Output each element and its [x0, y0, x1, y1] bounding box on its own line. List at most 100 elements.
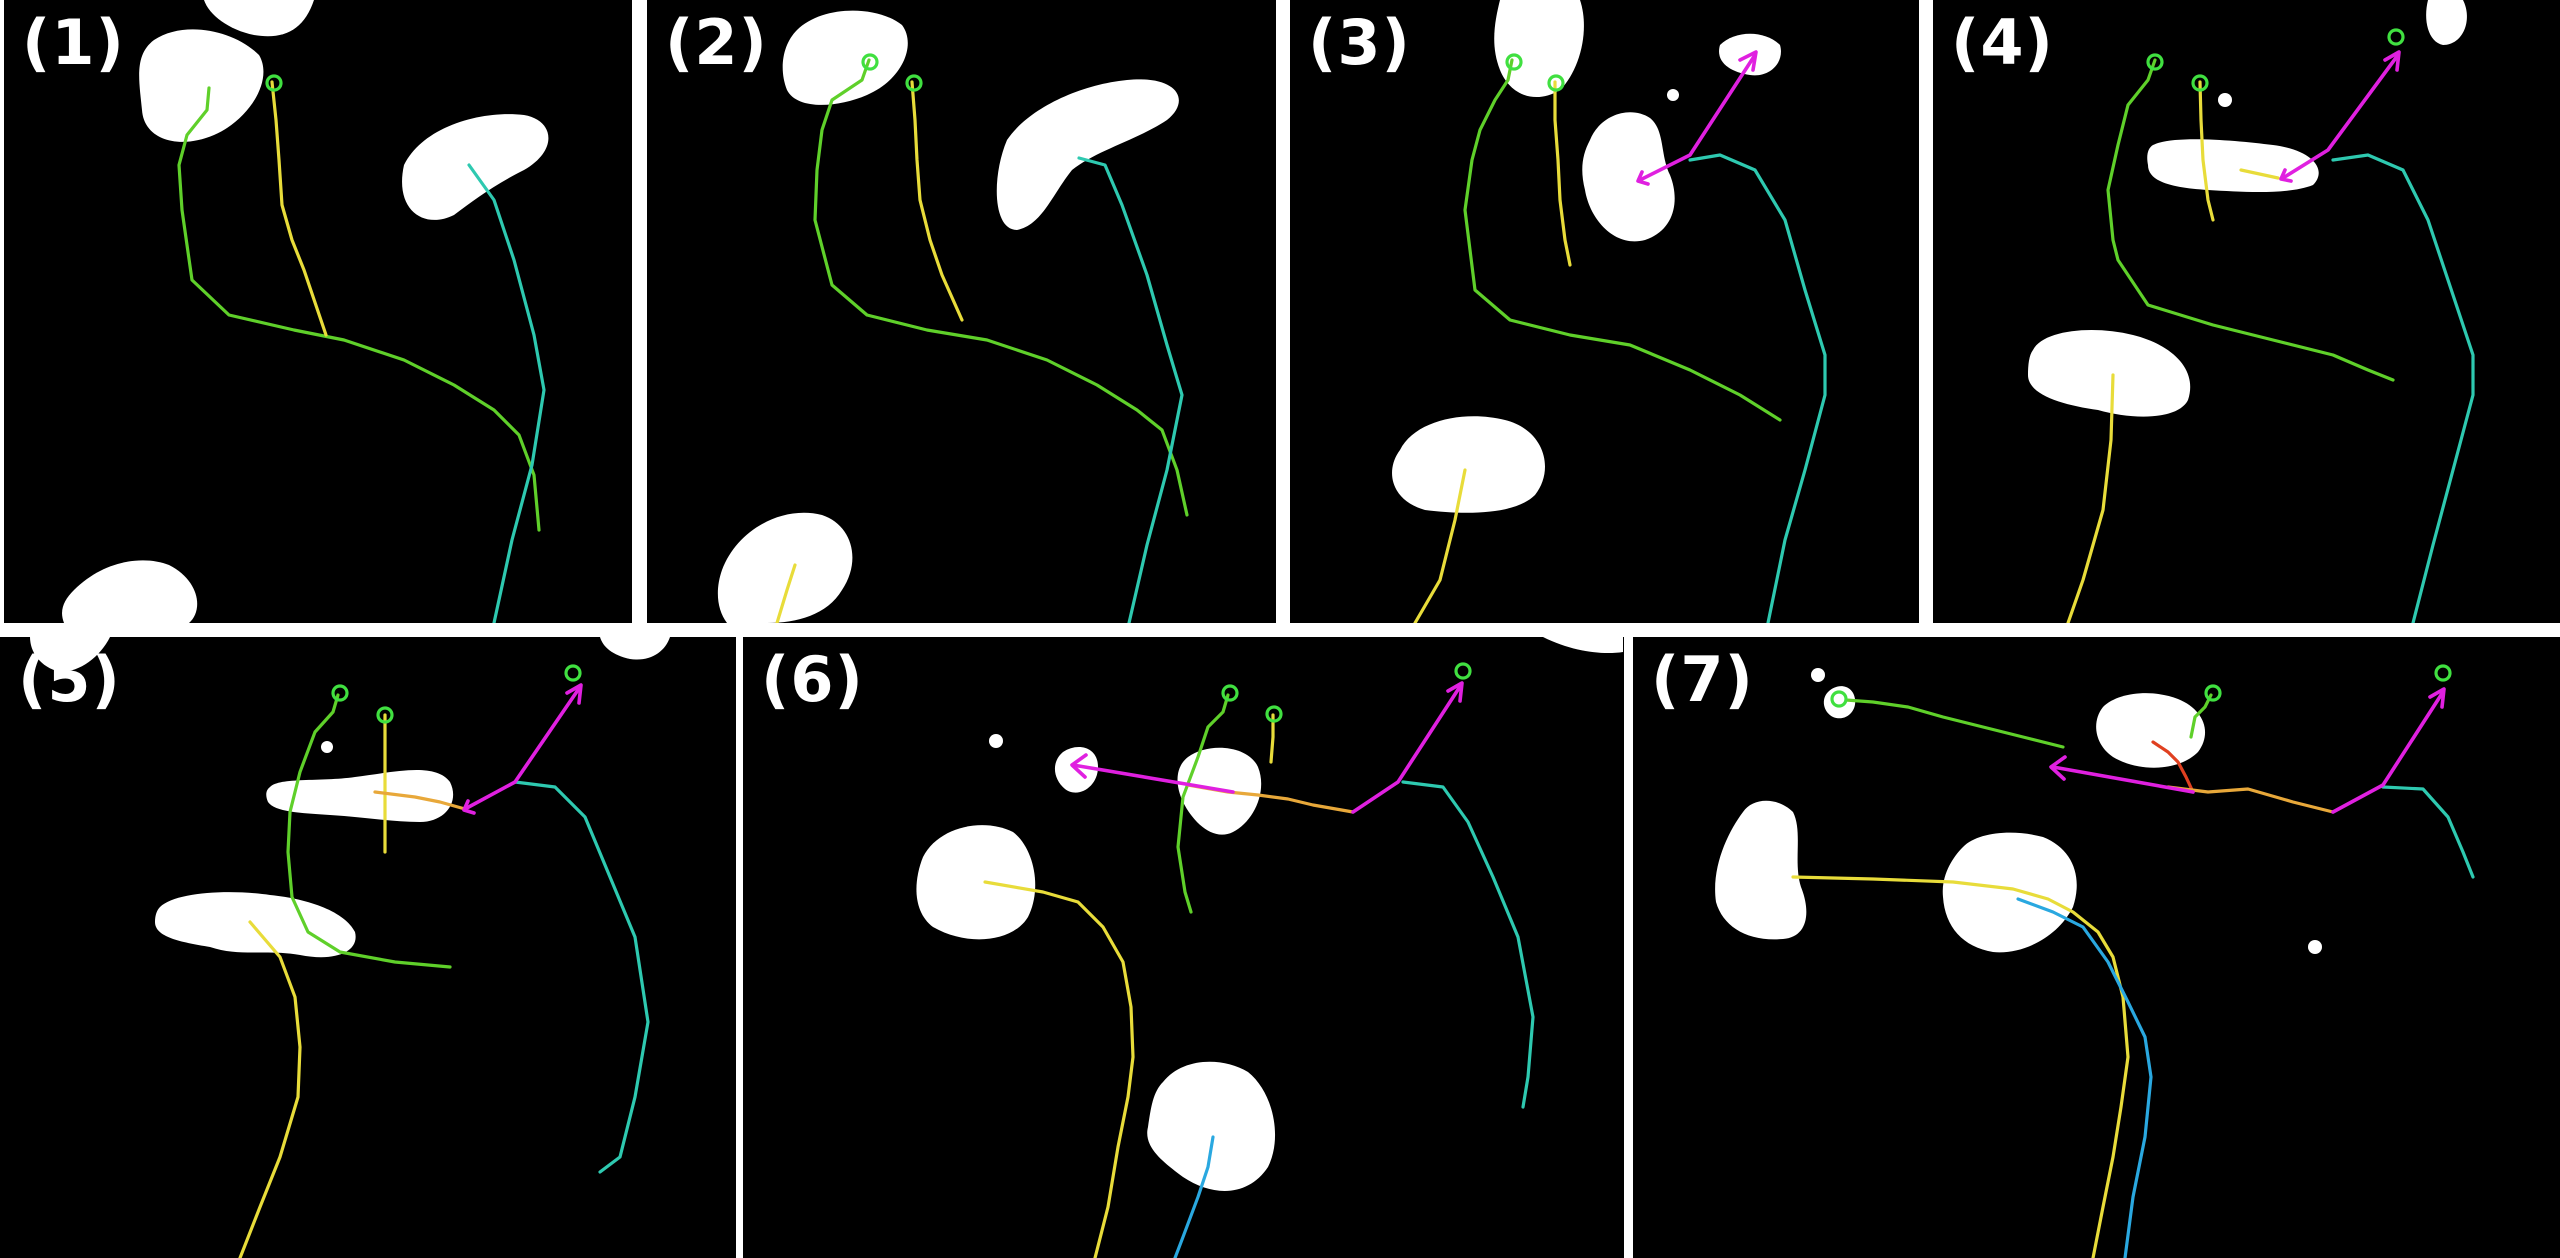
tip-marker [1547, 74, 1565, 92]
track-green [813, 58, 1189, 517]
track-cyan [2331, 153, 2475, 623]
tip-marker [376, 706, 394, 724]
track-yellow [1553, 80, 1572, 267]
track-red [2151, 740, 2195, 794]
track-green [1463, 58, 1782, 422]
cell-blob [402, 114, 549, 220]
track-cyan [1401, 780, 1535, 1109]
panel-7: (7) [1633, 637, 2560, 1258]
panel-1: (1) [4, 0, 632, 623]
cell-debris [1811, 668, 1825, 682]
track-yellow [2066, 373, 2115, 623]
track-orange [2166, 785, 2335, 814]
track-orange [373, 790, 467, 811]
growth-arrowhead [2049, 755, 2067, 781]
cell-blob [996, 79, 1179, 230]
growth-arrowhead [565, 683, 583, 705]
panel-2: (2) [647, 0, 1276, 623]
track-yellow [775, 563, 797, 623]
cell-debris [2218, 93, 2232, 107]
panel-3-label: (3) [1308, 6, 1411, 79]
growth-arrowhead [1446, 681, 1464, 703]
tip-marker [2387, 28, 2405, 46]
panel-7-label: (7) [1651, 643, 1754, 716]
tip-marker [1265, 705, 1283, 723]
track-green [2106, 58, 2395, 382]
panel-1-label: (1) [22, 6, 125, 79]
cell-blob [62, 560, 198, 623]
panel-5-label: (5) [18, 643, 121, 716]
growth-arrowhead [2279, 168, 2293, 183]
growth-arrow [1351, 683, 1463, 814]
track-yellow [2198, 80, 2215, 222]
track-cyan [513, 780, 650, 1174]
tip-marker [1454, 662, 1472, 680]
track-yellow [2239, 168, 2280, 180]
tip-marker [905, 74, 923, 92]
growth-arrow [2281, 53, 2400, 180]
tip-marker [2191, 74, 2209, 92]
cell-blob [782, 10, 908, 105]
growth-arrow [2331, 690, 2445, 814]
cell-blob [2426, 0, 2467, 45]
cell-blob [717, 512, 853, 623]
tip-marker [2204, 684, 2222, 702]
panel-4: (4) [1933, 0, 2560, 623]
growth-arrow [1638, 53, 1757, 182]
panel-2-scene [717, 10, 1189, 623]
cell-blob [1715, 800, 1807, 940]
cell-blob [1942, 832, 2077, 953]
tip-marker [2146, 53, 2164, 71]
panel-6-scene [916, 637, 1623, 1258]
panel-4-label: (4) [1951, 6, 2054, 79]
cell-blob [1823, 686, 1856, 719]
tip-marker [1505, 53, 1523, 71]
track-yellow [910, 80, 964, 322]
track-yellow [238, 920, 302, 1258]
track-cyan [467, 163, 546, 623]
track-green [1176, 693, 1230, 914]
track-cyan [1688, 153, 1827, 623]
cell-blob [2096, 693, 2206, 768]
track-yellow [983, 880, 1135, 1258]
panel-4-scene [2028, 0, 2475, 623]
cell-debris [989, 734, 1003, 748]
cell-blob [1494, 0, 1584, 98]
cell-blob [1147, 1061, 1276, 1191]
cell-debris [1667, 89, 1679, 101]
cell-blob [2028, 330, 2191, 417]
tip-marker [2434, 664, 2452, 682]
panel-6: (6) [743, 637, 1624, 1258]
track-yellow [270, 80, 328, 337]
cell-blob [155, 892, 356, 958]
growth-arrowhead [2383, 50, 2401, 72]
cell-blob [916, 825, 1036, 940]
growth-arrowhead [1636, 170, 1650, 186]
cell-blob [30, 637, 110, 672]
track-yellow [1791, 875, 2130, 1258]
cell-debris [321, 741, 333, 753]
cell-blob [1582, 112, 1675, 242]
growth-arrowhead [2428, 687, 2446, 709]
track-green [177, 86, 541, 532]
cell-blob [139, 29, 264, 142]
track-blue [2016, 897, 2153, 1258]
panel-1-scene [62, 0, 549, 623]
track-yellow [1413, 468, 1467, 623]
growth-arrow [1071, 763, 1235, 794]
track-blue [1173, 1135, 1215, 1258]
track-green [1844, 698, 2065, 749]
tip-marker [1830, 690, 1848, 708]
tip-marker [861, 53, 879, 71]
panel-2-label: (2) [665, 6, 768, 79]
cell-blob [600, 637, 670, 660]
track-green [2189, 693, 2213, 739]
panel-3: (3) [1290, 0, 1919, 623]
cell-blob [2147, 139, 2319, 193]
panel-5: (5) [0, 637, 736, 1258]
growth-arrowhead [1070, 753, 1088, 779]
growth-arrowhead [1738, 50, 1758, 72]
cell-debris [2308, 940, 2322, 954]
growth-arrow [2051, 765, 2195, 794]
